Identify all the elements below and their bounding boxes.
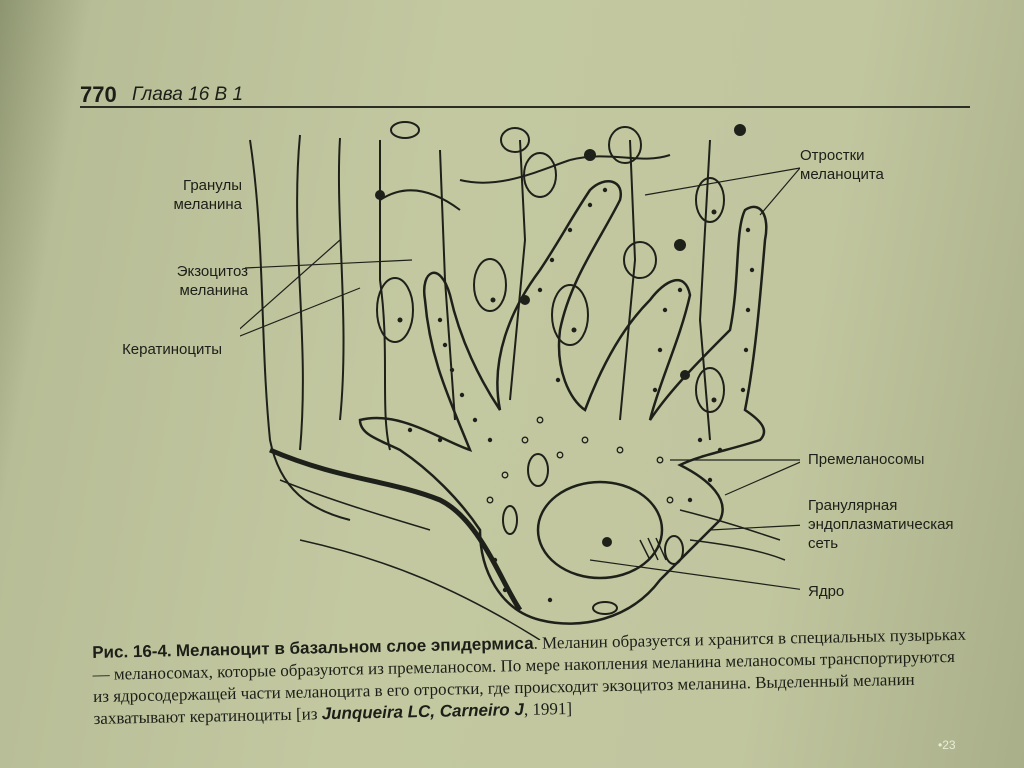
page-number: 770	[80, 82, 117, 107]
keratinocyte-nucleus	[608, 126, 642, 164]
keratinocyte-nucleus	[376, 277, 414, 343]
label-keratinocytes: Кератиноциты	[122, 341, 222, 358]
keratinocyte-nucleus	[500, 127, 530, 153]
mitochondrion	[664, 535, 684, 565]
keratinocyte-outline	[296, 134, 304, 451]
melanin-granules	[407, 187, 755, 603]
leader-line	[589, 559, 800, 590]
desmosome	[375, 190, 385, 200]
keratinocyte-outline	[379, 189, 461, 211]
desmosome	[584, 149, 596, 161]
granular-er	[639, 537, 667, 561]
leader-line	[724, 461, 800, 496]
leader-line	[244, 259, 413, 269]
dermis-fiber	[679, 509, 781, 541]
label-melanin-exocytosis: Экзоцитоз меланина	[176, 263, 248, 299]
keratinocyte-nucleus	[473, 258, 507, 312]
leader-line	[240, 287, 361, 337]
desmosome	[734, 124, 746, 136]
mitochondrion	[502, 505, 518, 535]
desmosome	[680, 370, 690, 380]
keratinocyte-outline	[619, 139, 637, 421]
page-header: 770 Глава 16 В 1	[80, 82, 970, 108]
keratinocyte-outline	[698, 139, 711, 441]
figure-id: Рис. 16-4.	[92, 641, 172, 662]
melanocyte-diagram	[240, 120, 800, 640]
label-melanocyte-processes: Отростки меланоцита	[800, 147, 884, 183]
chapter-title: Глава 16 В 1	[132, 84, 244, 105]
melanocyte-body	[358, 180, 768, 625]
keratinocyte-nucleus	[623, 241, 657, 279]
keratinocyte-outline	[337, 137, 345, 421]
keratinocyte-outline	[569, 154, 671, 161]
keratinocyte-nucleus	[695, 177, 725, 223]
keratinocyte-nucleus	[695, 367, 725, 413]
keratinocyte-nucleus	[523, 152, 557, 198]
desmosome	[520, 295, 530, 305]
keratinocyte-outline	[249, 139, 351, 521]
slide-number: •23	[938, 738, 956, 752]
label-premelanosomes: Премеланосомы	[808, 451, 925, 468]
citation-authors: Junqueira LC, Carneiro J	[321, 699, 525, 724]
dermis-fiber	[299, 539, 541, 640]
keratinocyte-outline	[459, 159, 571, 184]
melanocyte-nucleus	[536, 480, 664, 580]
label-nucleus: Ядро	[808, 583, 845, 600]
keratinocyte-outline	[379, 140, 391, 451]
leader-line	[240, 239, 341, 330]
label-granular-er: Гранулярная эндоплазматическая сеть	[808, 497, 954, 552]
keratinocyte-nucleus	[390, 121, 420, 139]
figure-caption: Рис. 16-4. Меланоцит в базальном слое эп…	[92, 624, 974, 730]
nucleolus	[602, 537, 612, 547]
mitochondrion	[592, 601, 618, 615]
label-melanin-granules: Гранулы меланина	[173, 177, 242, 213]
leader-line	[644, 167, 800, 196]
basement-membrane	[269, 447, 523, 612]
desmosome	[674, 239, 686, 251]
keratinocyte-outline	[509, 139, 527, 401]
citation-year: , 1991]	[523, 698, 573, 719]
leader-line	[759, 167, 800, 216]
dermis-fiber	[689, 539, 786, 561]
leader-line	[709, 524, 800, 531]
basement-membrane	[279, 479, 431, 531]
keratinocyte-nucleus	[551, 284, 589, 346]
mitochondrion	[527, 453, 549, 487]
